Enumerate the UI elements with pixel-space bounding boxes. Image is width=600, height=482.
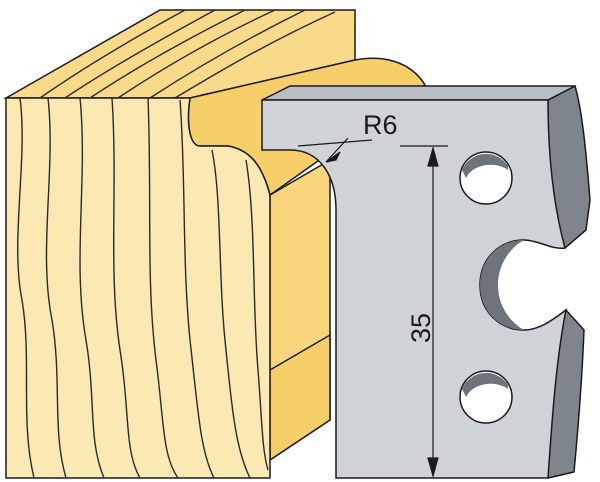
wood-top-grain bbox=[39, 9, 336, 99]
height-arrow-top bbox=[427, 145, 439, 167]
knife-top-face bbox=[261, 85, 576, 101]
radius-leader-line bbox=[297, 139, 373, 147]
knife-side-face bbox=[547, 84, 591, 249]
wood-block bbox=[3, 9, 427, 479]
radius-arrow bbox=[325, 151, 341, 163]
height-arrow-bottom bbox=[427, 457, 439, 479]
wood-front-face bbox=[5, 97, 271, 479]
height-label: 35 bbox=[406, 313, 436, 343]
profile-knife bbox=[261, 84, 591, 479]
radius-label: R6 bbox=[363, 110, 398, 140]
knife-hole-top bbox=[459, 151, 513, 205]
knife-notch-shading bbox=[480, 240, 524, 330]
knife-hole-bottom bbox=[459, 370, 513, 424]
dimension-annotations bbox=[297, 137, 448, 479]
wood-front-grain bbox=[17, 97, 269, 479]
